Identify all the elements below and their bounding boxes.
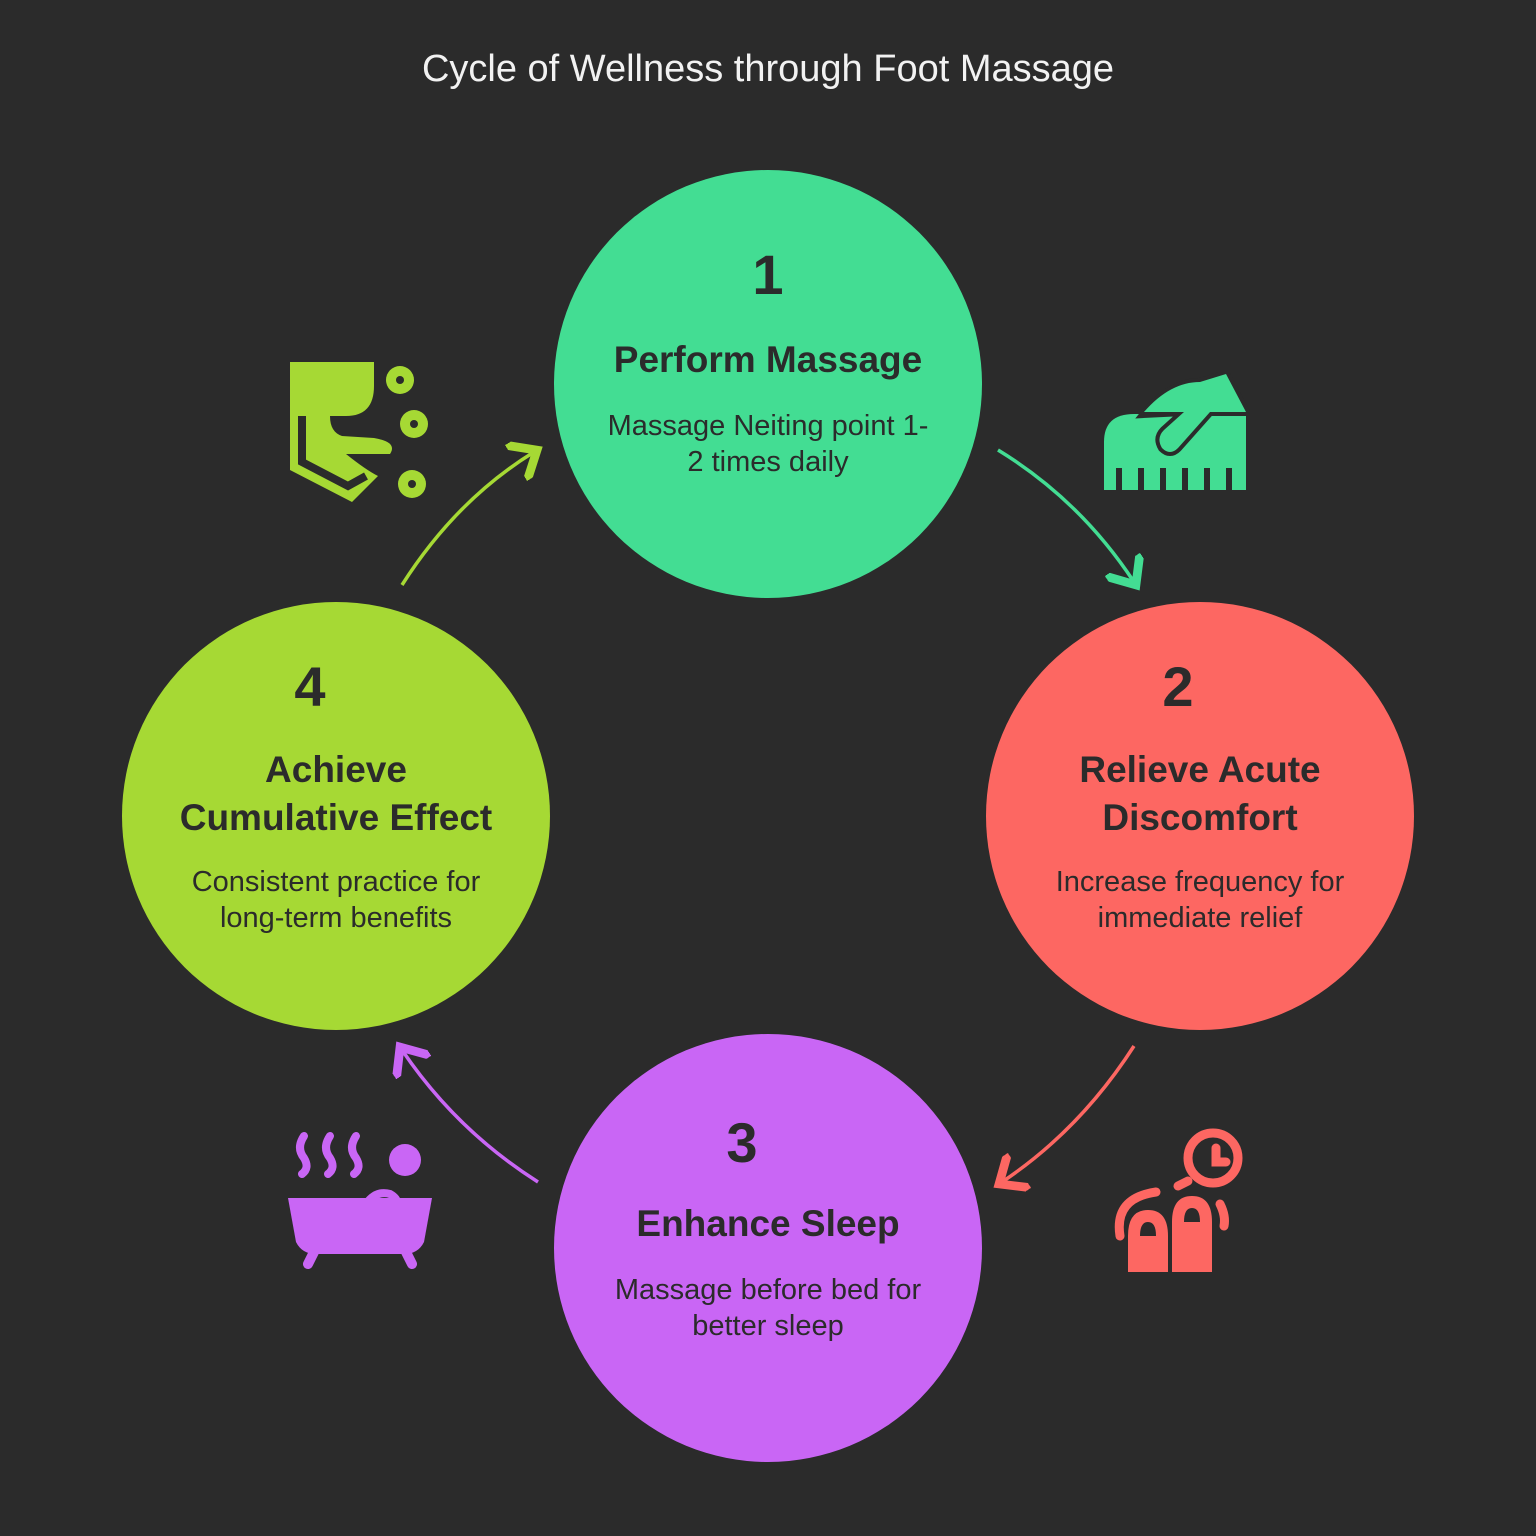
- step-description: Consistent practice for long-term benefi…: [191, 866, 481, 934]
- step-number: 2: [1162, 655, 1194, 718]
- step-description: Massage before bed for better sleep: [614, 1274, 922, 1342]
- step-2-circle: 2 Relieve Acute Discomfort Increase freq…: [986, 602, 1414, 1030]
- step-heading: Relieve Acute Discomfort: [1079, 749, 1321, 838]
- arrow-4-to-1: [400, 452, 534, 586]
- foot-soak-icon: [290, 362, 428, 502]
- step-3-circle: 3 Enhance Sleep Massage before bed for b…: [554, 1034, 982, 1462]
- step-heading: Perform Massage: [613, 339, 923, 380]
- step-heading: Achieve Cumulative Effect: [179, 749, 493, 838]
- arrow-2-to-3: [1002, 1045, 1136, 1182]
- step-4-circle: 4 Achieve Cumulative Effect Consistent p…: [122, 602, 550, 1030]
- step-number: 1: [752, 243, 784, 306]
- diagram-title: Cycle of Wellness through Foot Massage: [421, 48, 1115, 90]
- bath-icon: [288, 1132, 432, 1269]
- arrow-1-to-2: [997, 448, 1134, 582]
- step-description: Increase frequency for immediate relief: [1055, 866, 1345, 934]
- step-1-circle: 1 Perform Massage Massage Neiting point …: [554, 170, 982, 598]
- fingers-clock-icon: [1114, 1128, 1243, 1272]
- step-description: Massage Neiting point 1-2 times daily: [607, 410, 929, 478]
- arrow-3-to-4: [402, 1050, 539, 1184]
- hand-comb-icon: [1104, 372, 1250, 498]
- step-heading: Enhance Sleep: [636, 1203, 900, 1244]
- step-number: 4: [294, 655, 326, 718]
- step-number: 3: [726, 1111, 758, 1174]
